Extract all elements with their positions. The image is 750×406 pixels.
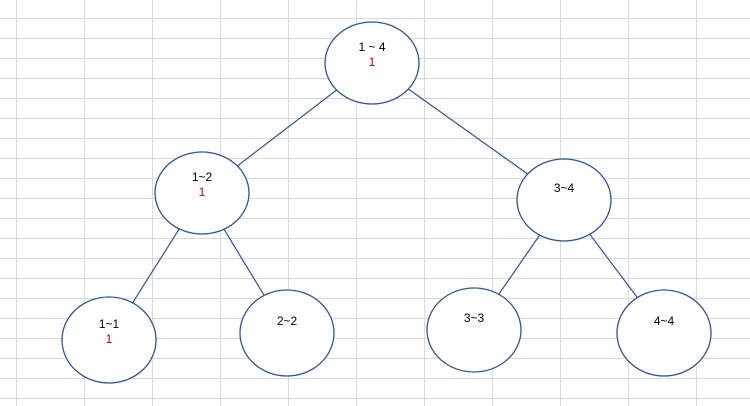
node-range-label: 1~1: [99, 317, 120, 331]
tree-node-n22: 2~2: [239, 289, 335, 377]
node-value-label: 1: [199, 185, 206, 199]
node-range-label: 4~4: [654, 314, 675, 328]
edge-n14-n12: [236, 89, 338, 167]
node-range-label: 1~2: [192, 170, 213, 184]
tree-node-n12: 1~21: [154, 151, 250, 235]
edge-n12-n11: [132, 228, 180, 304]
node-ellipse: [239, 289, 335, 377]
node-value-label: 1: [369, 55, 376, 69]
tree-edges: [132, 88, 638, 304]
tree-node-n14: 1 ~ 41: [324, 21, 420, 105]
node-range-label: 3~3: [464, 311, 485, 325]
node-ellipse: [616, 289, 712, 377]
node-value-label: 1: [106, 332, 113, 346]
node-range-label: 2~2: [277, 314, 298, 328]
tree-node-n11: 1~11: [61, 296, 157, 384]
tree-node-n33: 3~3: [426, 287, 522, 373]
tree-node-n44: 4~4: [616, 289, 712, 377]
tree-node-n34: 3~4: [516, 158, 612, 242]
edge-n34-n44: [589, 233, 638, 298]
node-range-label: 1 ~ 4: [358, 40, 385, 54]
edge-n12-n22: [223, 228, 265, 296]
node-ellipse: [516, 158, 612, 242]
node-ellipse: [61, 296, 157, 384]
node-ellipse: [324, 21, 420, 105]
node-ellipse: [426, 287, 522, 373]
node-ellipse: [154, 151, 250, 235]
edge-n14-n34: [408, 88, 528, 175]
node-range-label: 3~4: [554, 181, 575, 195]
edge-n34-n33: [498, 234, 541, 295]
